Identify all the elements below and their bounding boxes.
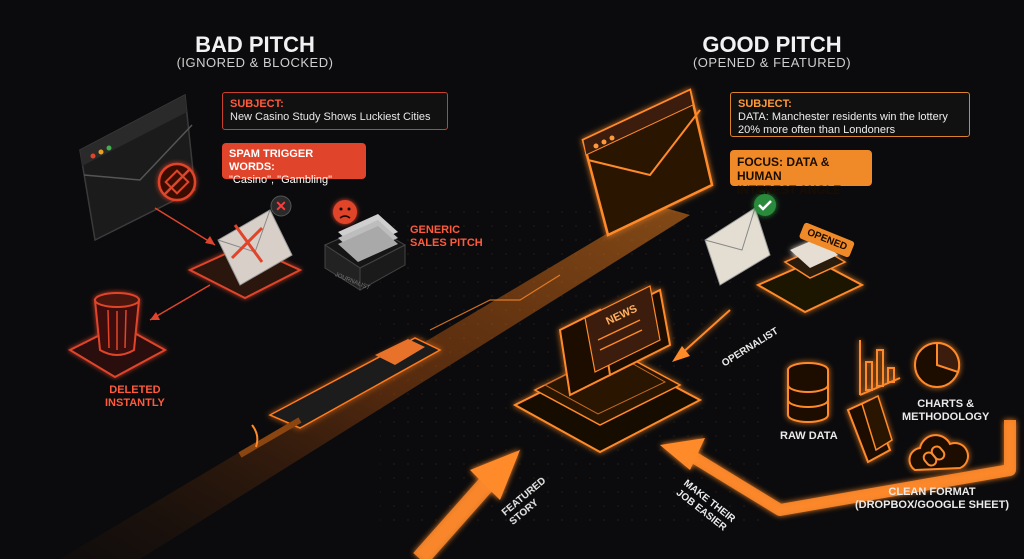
bar-chart-icon — [859, 340, 901, 396]
focus-line1: FOCUS: DATA & HUMAN — [737, 155, 830, 183]
good-subject-line1: DATA: Manchester residents win the lotte… — [738, 111, 948, 123]
pipeline-beam — [60, 205, 690, 559]
good-subject-heading: SUBJECT: — [738, 98, 792, 110]
pie-chart-icon — [914, 341, 961, 388]
charts-label: CHARTS & METHODOLOGY — [902, 398, 989, 424]
spam-heading: SPAM TRIGGER WORDS: — [229, 148, 314, 173]
focus-line2: INTEREST ANGLE — [737, 183, 842, 197]
bad-pitch-subtitle: (IGNORED & BLOCKED) — [176, 55, 334, 70]
bad-subject-text: New Casino Study Shows Luckiest Cities — [230, 111, 431, 123]
clean-label-line1: CLEAN FORMAT — [888, 486, 976, 498]
clean-format-label: CLEAN FORMAT (DROPBOX/GOOGLE SHEET) — [855, 486, 1009, 512]
rejected-envelope-icon: ✕ — [187, 195, 303, 300]
deleted-label: DELETED INSTANTLY — [105, 384, 165, 410]
cloud-link-icon — [908, 434, 969, 472]
deleted-label-line2: INSTANTLY — [105, 397, 165, 409]
generic-pitch-stack-icon — [323, 200, 407, 291]
generic-label-line2: SALES PITCH — [410, 237, 483, 249]
document-icon — [846, 394, 893, 464]
laptop-news-icon: NEWS — [512, 285, 703, 454]
bad-pitch-title: BAD PITCH — [195, 32, 315, 57]
trash-can-icon — [67, 292, 168, 379]
clean-label-line2: (DROPBOX/GOOGLE SHEET) — [855, 499, 1010, 511]
good-pitch-title: GOOD PITCH — [702, 32, 842, 57]
bad-subject-box: SUBJECT: New Casino Study Shows Luckiest… — [222, 92, 448, 130]
opened-envelope-icon — [704, 207, 771, 286]
good-envelope-window-icon — [581, 88, 714, 237]
raw-data-label: RAW DATA — [780, 430, 838, 442]
good-subject-line2: 20% more often than Londoners — [738, 124, 896, 136]
deleted-label-line1: DELETED — [109, 384, 161, 396]
bad-envelope-window-icon — [79, 93, 196, 242]
blocked-icon — [157, 162, 197, 202]
focus-box: FOCUS: DATA & HUMAN INTEREST ANGLE — [730, 150, 872, 197]
database-icon — [787, 362, 829, 423]
spam-text: "Casino", "Gambling" — [229, 174, 333, 186]
good-pitch-subtitle: (OPENED & FEATURED) — [692, 55, 852, 70]
checkmark-icon — [754, 194, 776, 216]
good-subject-box: SUBJECT: DATA: Manchester residents win … — [730, 92, 970, 137]
generic-label-line1: GENERIC — [410, 224, 461, 236]
flow-arrows — [413, 420, 1016, 559]
svg-text:✕: ✕ — [275, 198, 287, 214]
charts-label-line1: CHARTS & — [917, 398, 975, 410]
charts-label-line2: METHODOLOGY — [902, 411, 990, 423]
generic-pitch-label: GENERIC SALES PITCH — [410, 224, 483, 250]
spam-trigger-box: SPAM TRIGGER WORDS: "Casino", "Gambling" — [222, 143, 366, 186]
bad-subject-heading: SUBJECT: — [230, 98, 284, 110]
